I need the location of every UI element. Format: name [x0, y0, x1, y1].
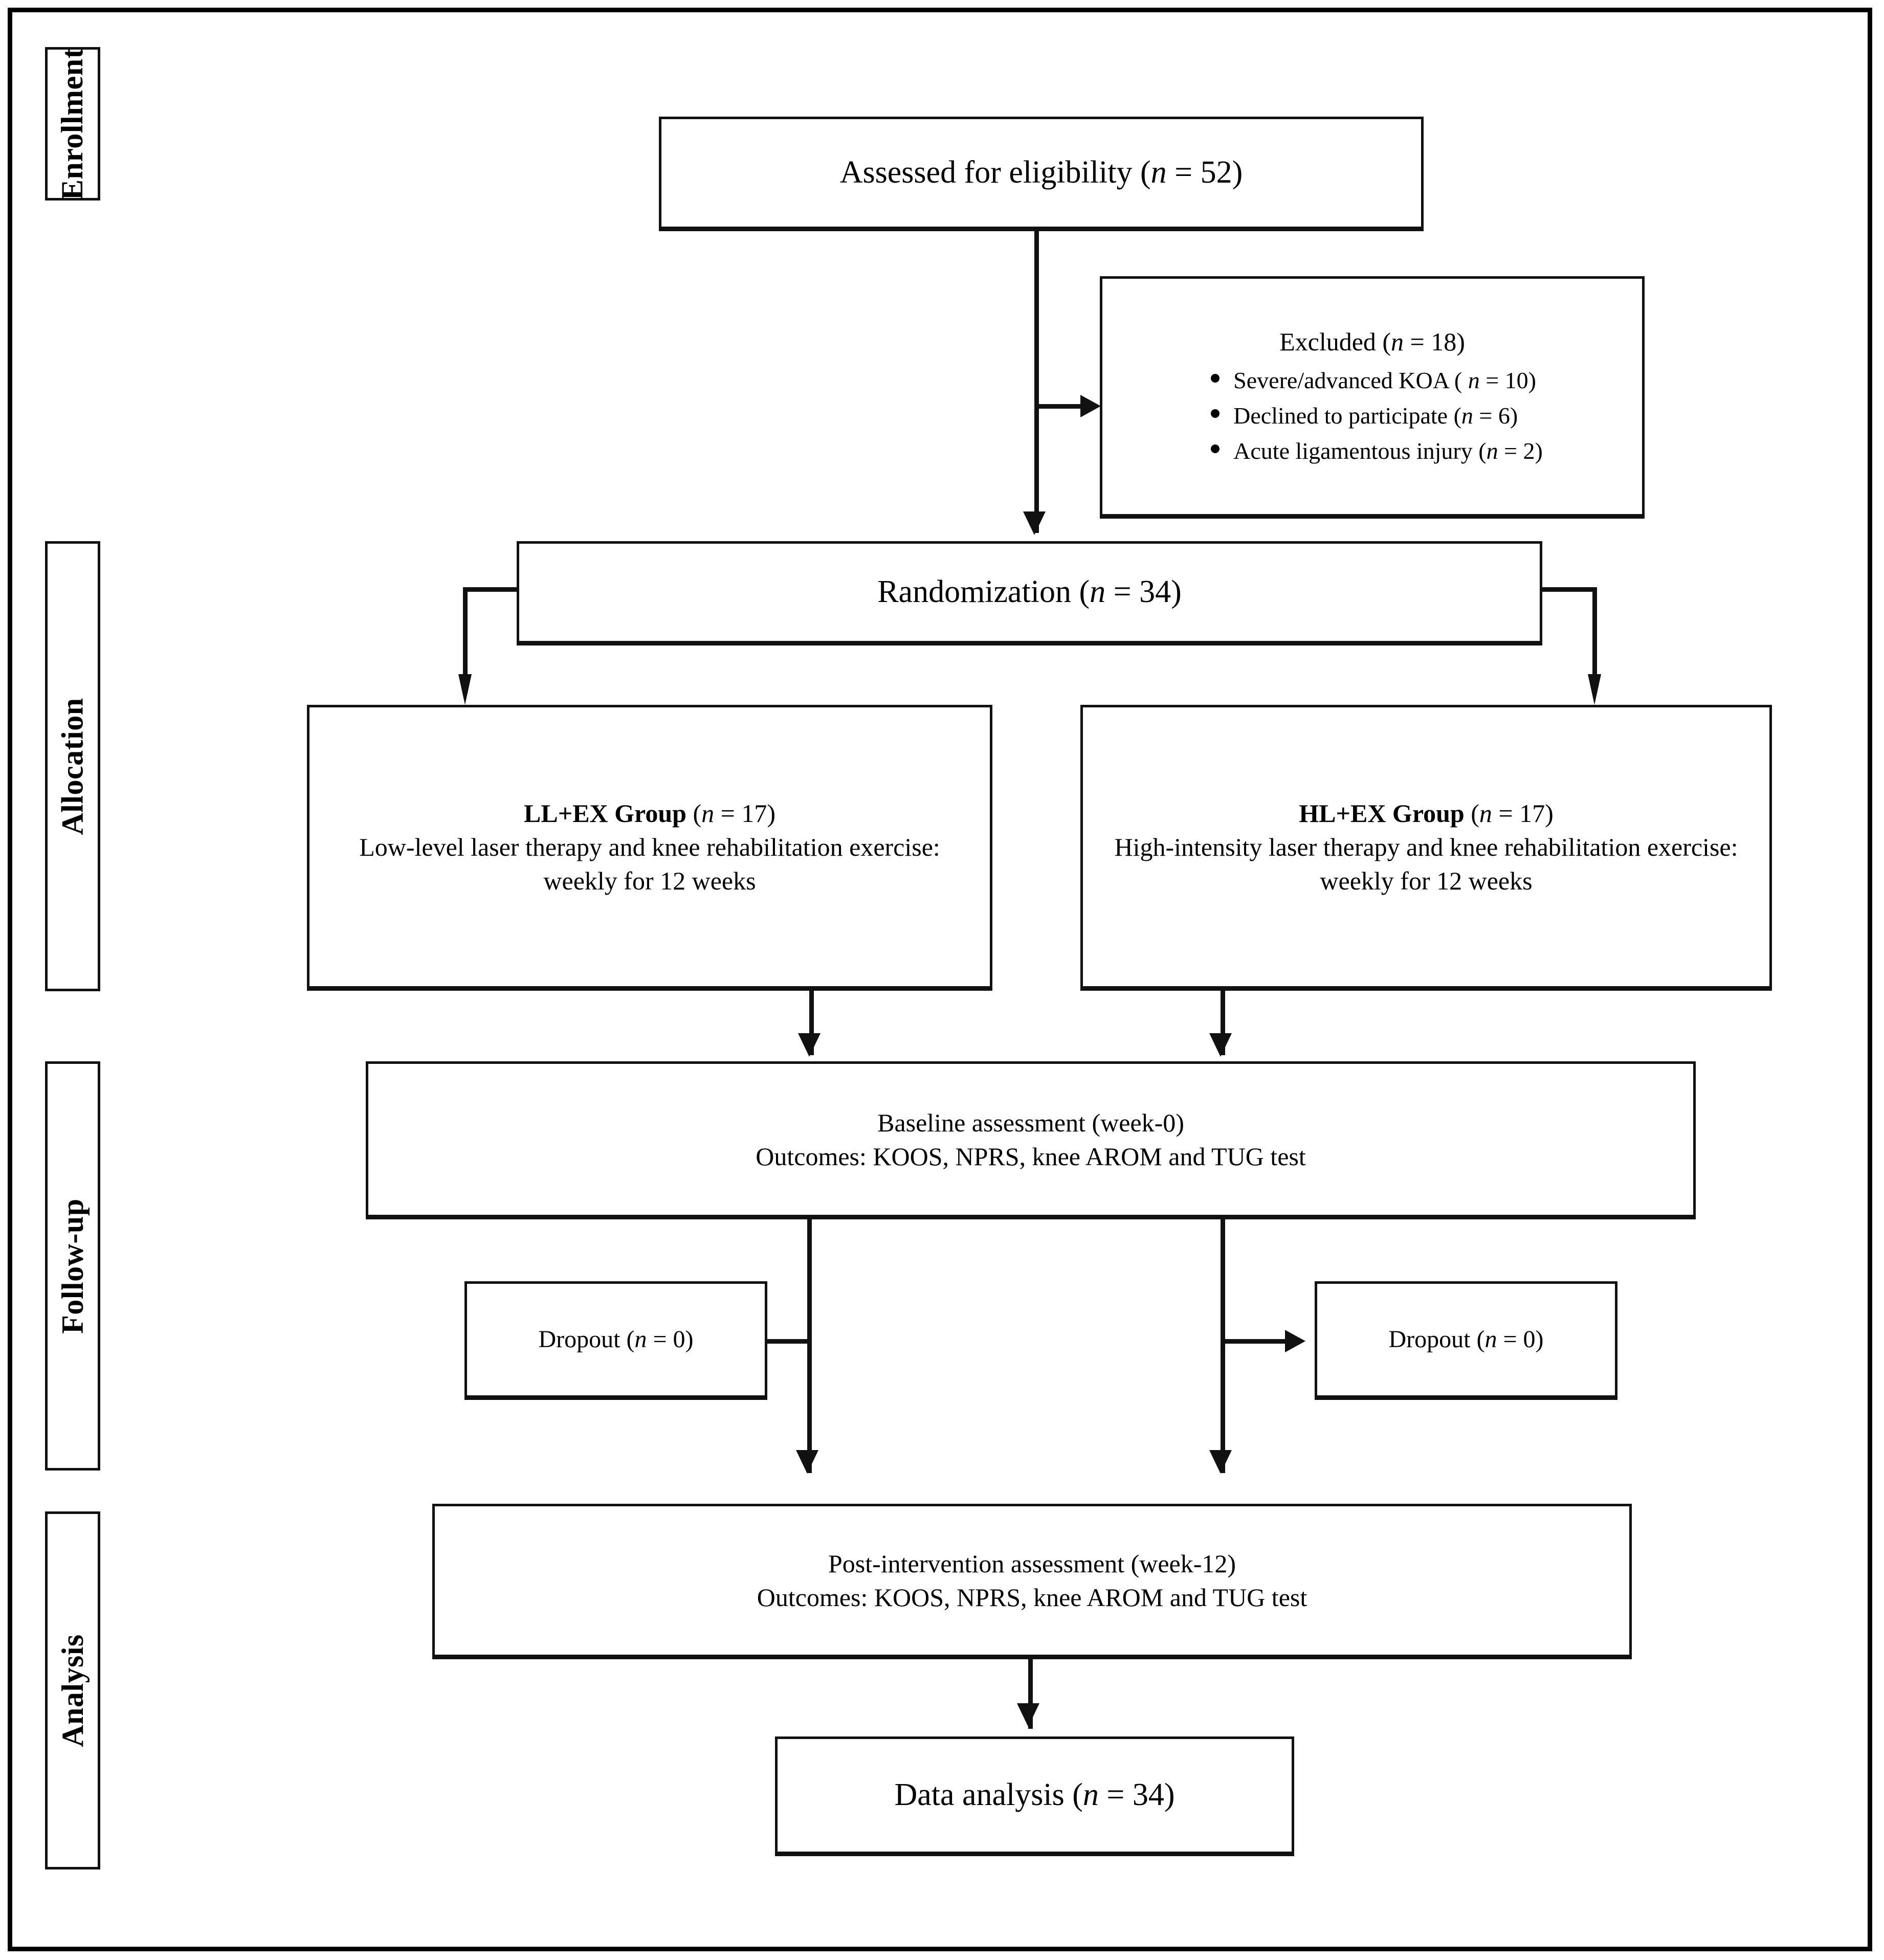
- baseline-line-1: Baseline assessment (week-0): [877, 1108, 1184, 1137]
- arrowhead-baseline-right: [1209, 1033, 1232, 1057]
- connector-group-left-to-baseline: [809, 989, 814, 1055]
- excluded-heading: Excluded (n = 18): [1279, 327, 1465, 356]
- arrowhead-into-dropout-right: [1285, 1330, 1305, 1352]
- connector-randomization-left-vertical: [463, 587, 468, 687]
- node-dropout-right: Dropout (n = 0): [1315, 1281, 1617, 1398]
- node-excluded: Excluded (n = 18) Severe/advanced KOA ( …: [1100, 276, 1645, 517]
- group-ll-ex-heading: LL+EX Group (n = 17): [524, 798, 775, 828]
- arrowhead-into-group-left: [458, 674, 472, 705]
- node-post-intervention-assessment: Post-intervention assessment (week-12) O…: [432, 1504, 1632, 1657]
- arrowhead-into-excluded: [1080, 395, 1101, 417]
- connector-post-to-analysis: [1028, 1657, 1033, 1729]
- group-hl-ex-heading: HL+EX Group (n = 17): [1299, 798, 1554, 828]
- arrowhead-into-randomization: [1023, 511, 1046, 535]
- node-group-ll-ex: LL+EX Group (n = 17) Low-level laser the…: [307, 705, 992, 989]
- arrowhead-post-left: [796, 1450, 818, 1474]
- stage-label-allocation-text: Allocation: [55, 697, 90, 835]
- post-line-2: Outcomes: KOOS, NPRS, knee AROM and TUG …: [757, 1583, 1307, 1612]
- node-baseline-assessment: Baseline assessment (week-0) Outcomes: K…: [366, 1061, 1696, 1217]
- node-randomization: Randomization (n = 34): [517, 541, 1542, 643]
- stage-label-enrollment-text: Enrollment: [55, 48, 90, 200]
- arrowhead-baseline-left: [798, 1033, 821, 1057]
- post-line-1: Post-intervention assessment (week-12): [828, 1549, 1236, 1578]
- stage-label-allocation: Allocation: [45, 541, 100, 991]
- node-group-hl-ex: HL+EX Group (n = 17) High-intensity lase…: [1080, 705, 1772, 989]
- connector-randomization-right-horizontal: [1540, 587, 1597, 592]
- connector-to-dropout-right: [1223, 1339, 1288, 1344]
- excluded-reason-item: Acute ligamentous injury (n = 2): [1202, 433, 1543, 469]
- dropout-left-text: Dropout (n = 0): [538, 1326, 694, 1353]
- node-assessed-for-eligibility: Assessed for eligibility (n = 52): [659, 117, 1424, 229]
- arrowhead-into-analysis: [1017, 1703, 1039, 1727]
- stage-label-analysis-text: Analysis: [55, 1634, 90, 1747]
- connector-to-dropout-left: [744, 1339, 810, 1344]
- arrowhead-post-right: [1209, 1450, 1232, 1474]
- baseline-line-2: Outcomes: KOOS, NPRS, knee AROM and TUG …: [756, 1142, 1306, 1171]
- excluded-reason-list: Severe/advanced KOA ( n = 10) Declined t…: [1202, 363, 1543, 469]
- connector-trunk-to-excluded: [1034, 404, 1088, 409]
- diagram-outer-border: [8, 8, 1872, 1951]
- stage-label-analysis: Analysis: [45, 1511, 100, 1869]
- node-dropout-left: Dropout (n = 0): [464, 1281, 767, 1398]
- connector-randomization-left-horizontal: [463, 587, 519, 592]
- stage-label-followup-text: Follow-up: [55, 1198, 90, 1334]
- excluded-reason-item: Declined to participate (n = 6): [1202, 398, 1543, 433]
- connector-baseline-to-post-right: [1221, 1217, 1225, 1473]
- randomization-text: Randomization (n = 34): [877, 574, 1182, 610]
- connector-group-right-to-baseline: [1221, 989, 1225, 1055]
- stage-label-followup: Follow-up: [45, 1061, 100, 1471]
- data-analysis-text: Data analysis (n = 34): [894, 1777, 1175, 1813]
- connector-baseline-to-post-left: [807, 1217, 812, 1473]
- connector-randomization-right-vertical: [1592, 587, 1597, 687]
- assessed-for-eligibility-text: Assessed for eligibility (n = 52): [839, 155, 1243, 190]
- excluded-reason-item: Severe/advanced KOA ( n = 10): [1202, 363, 1543, 398]
- dropout-right-text: Dropout (n = 0): [1388, 1326, 1544, 1353]
- arrowhead-into-group-right: [1588, 674, 1601, 705]
- node-data-analysis: Data analysis (n = 34): [775, 1736, 1294, 1854]
- group-ll-ex-body: Low-level laser therapy and knee rehabil…: [359, 832, 940, 895]
- stage-label-enrollment: Enrollment: [45, 47, 100, 201]
- group-hl-ex-body: High-intensity laser therapy and knee re…: [1114, 832, 1738, 895]
- connector-eligibility-to-randomization: [1034, 229, 1039, 533]
